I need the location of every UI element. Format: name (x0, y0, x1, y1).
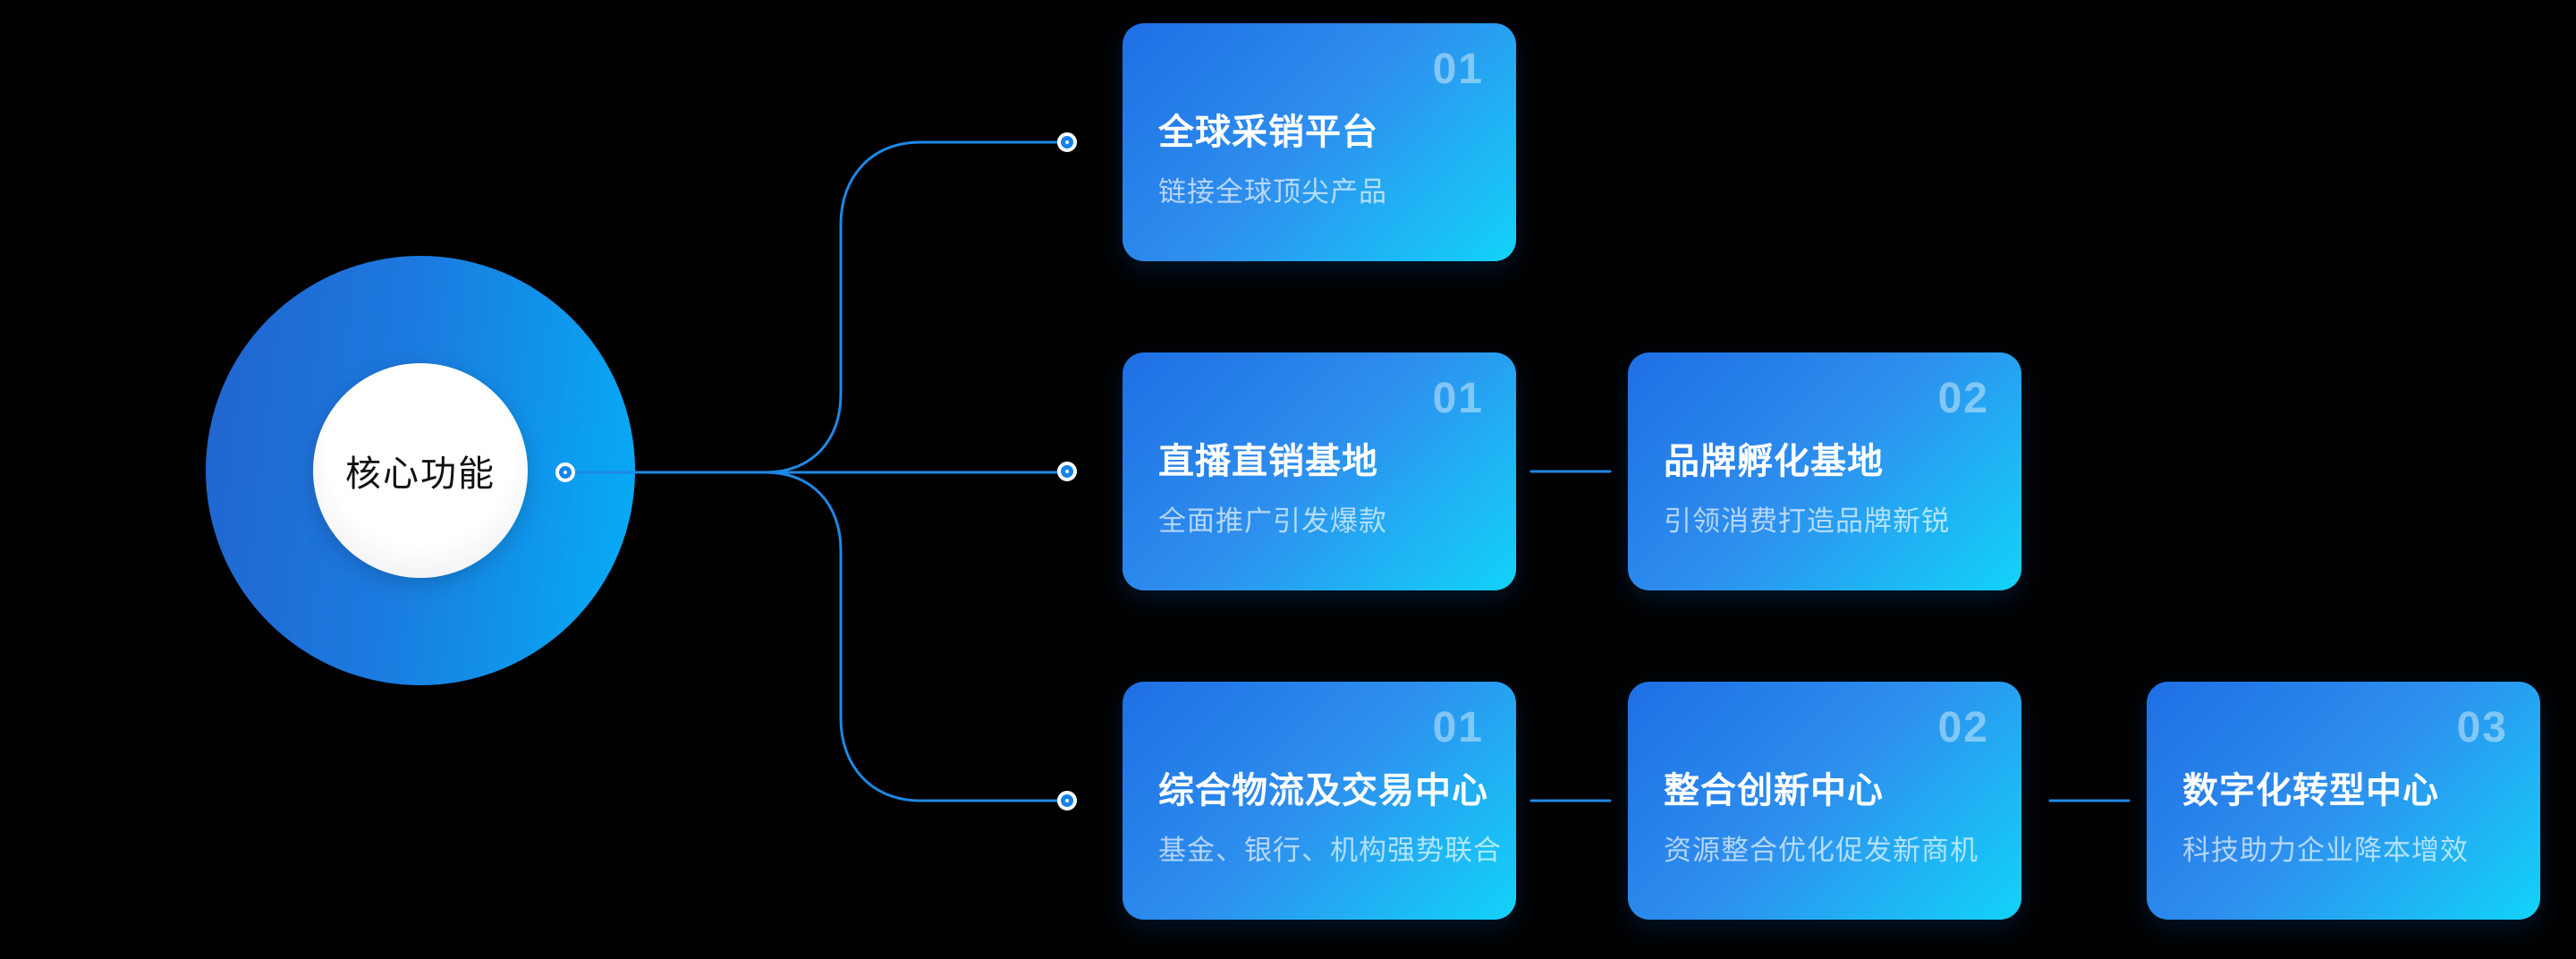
connector-dot-hub (555, 463, 575, 482)
card-subtitle: 科技助力企业降本增效 (2182, 835, 2469, 866)
card-subtitle: 资源整合优化促发新商机 (1664, 835, 1979, 866)
card-number-badge: 02 (1937, 375, 1989, 422)
card-title: 全球采销平台 (1158, 113, 1378, 152)
card-logistics-trade-center: 01 综合物流及交易中心 基金、银行、机构强势联合 (1123, 682, 1516, 920)
branch-top-line (764, 140, 1061, 474)
card-subtitle: 全面推广引发爆款 (1158, 505, 1387, 537)
card-digital-transformation-center: 03 数字化转型中心 科技助力企业降本增效 (2147, 682, 2540, 920)
card-number-badge: 01 (1432, 46, 1484, 93)
card-title: 综合物流及交易中心 (1158, 771, 1488, 810)
branch-bottom-line (764, 471, 1061, 802)
connector-dot-row3 (1057, 791, 1077, 810)
connector-dot-row1 (1057, 132, 1077, 152)
card-number-badge: 03 (2456, 704, 2508, 751)
card-number-badge: 02 (1937, 704, 1989, 751)
card-live-streaming-base: 01 直播直销基地 全面推广引发爆款 (1123, 352, 1516, 590)
card-title: 数字化转型中心 (2182, 771, 2439, 810)
card-number-badge: 01 (1432, 704, 1484, 751)
card-title: 直播直销基地 (1158, 442, 1378, 481)
card-title: 整合创新中心 (1664, 771, 1884, 810)
core-label: 核心功能 (345, 454, 496, 494)
card-subtitle: 引领消费打造品牌新锐 (1664, 505, 1950, 537)
card-subtitle: 链接全球顶尖产品 (1158, 176, 1387, 208)
card-title: 品牌孵化基地 (1664, 442, 1884, 481)
card-global-procurement: 01 全球采销平台 链接全球顶尖产品 (1123, 23, 1516, 261)
core-circle-inner: 核心功能 (313, 363, 528, 578)
core-circle: 核心功能 (206, 256, 635, 685)
card-number-badge: 01 (1432, 375, 1484, 422)
card-integrated-innovation-center: 02 整合创新中心 资源整合优化促发新商机 (1628, 682, 2021, 920)
card-subtitle: 基金、银行、机构强势联合 (1158, 835, 1502, 866)
card-brand-incubation-base: 02 品牌孵化基地 引领消费打造品牌新锐 (1628, 352, 2021, 590)
connector-dot-row2 (1057, 462, 1077, 481)
